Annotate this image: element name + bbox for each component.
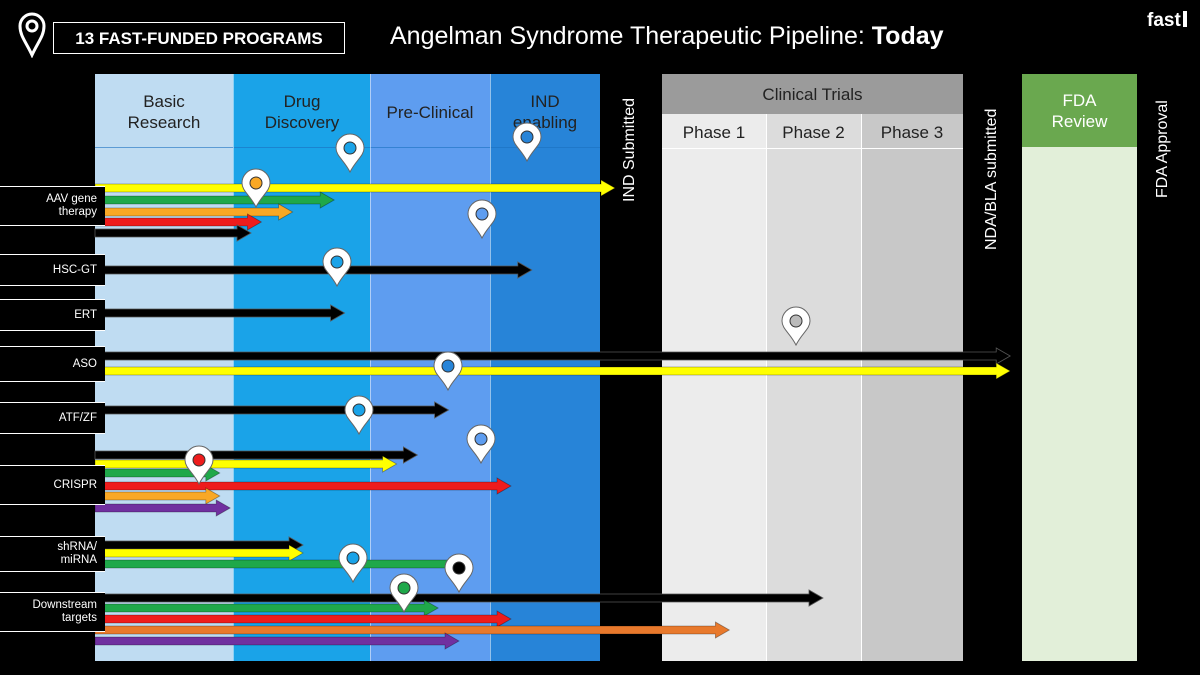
location-pin-marker-icon: [466, 424, 496, 465]
phase3-header: Phase 3: [880, 122, 944, 142]
arrow-downstream-targets-green: [94, 599, 440, 617]
fast-logo: fast: [1147, 10, 1187, 32]
arrow-crispr-purple: [94, 499, 232, 517]
arrow-aav-gene-therapy-orange: [94, 203, 294, 221]
phase2-column: [766, 114, 861, 661]
drug-discovery-header: Drug Discovery: [264, 92, 340, 132]
location-pin-marker-icon: [241, 168, 271, 209]
row-label-atf-zf: ATF/ZF: [0, 402, 105, 434]
arrow-aso-black: [94, 347, 1012, 365]
phase1-header: Phase 1: [682, 122, 746, 142]
arrow-downstream-targets-red: [94, 610, 512, 628]
arrow-downstream-targets-purple: [94, 632, 460, 650]
title-main: Angelman Syndrome Therapeutic Pipeline:: [390, 22, 872, 50]
location-pin-marker-icon: [467, 199, 497, 240]
location-pin-marker-icon: [344, 395, 374, 436]
logo-text: fast: [1147, 10, 1181, 31]
arrow-aso-yellow: [94, 362, 1012, 380]
phase3-column: [861, 114, 963, 661]
location-pin-marker-icon: [335, 133, 365, 174]
arrow-aav-gene-therapy-green: [94, 191, 336, 209]
arrow-aav-gene-therapy-black: [94, 224, 252, 242]
location-pin-marker-icon: [512, 122, 542, 163]
location-pin-marker-icon: [389, 573, 419, 614]
location-pin-marker-icon: [781, 306, 811, 347]
location-pin-marker-icon: [322, 247, 352, 288]
basic-research-header: Basic Research: [127, 92, 201, 132]
location-pin-marker-icon: [433, 351, 463, 392]
phase-header-divider: [662, 148, 963, 149]
row-label-aav-gene-therapy: AAV gene therapy: [0, 186, 105, 226]
location-pin-marker-icon: [184, 445, 214, 486]
location-pin-marker-icon: [444, 553, 474, 594]
arrow-shrna-mirna-yellow: [94, 544, 304, 562]
arrow-aav-gene-therapy-red: [94, 213, 263, 231]
arrow-atf-zf-black: [94, 401, 450, 419]
fda-review-header: FDA Review: [1022, 74, 1137, 147]
row-label-downstream-targets: Downstream targets: [0, 592, 105, 632]
title-bold: Today: [871, 22, 944, 50]
arrow-aav-gene-therapy-yellow: [94, 179, 616, 197]
clinical-trials-header: Clinical Trials: [662, 74, 963, 114]
arrow-downstream-targets-dark_orange: [94, 621, 731, 639]
programs-count-badge: 13 FAST-FUNDED PROGRAMS: [53, 22, 345, 54]
arrow-crispr-black: [94, 446, 419, 464]
pre-clinical-header: Pre-Clinical: [386, 102, 474, 122]
row-label-shrna-mirna: shRNA/ miRNA: [0, 536, 105, 572]
arrow-crispr-orange: [94, 487, 221, 505]
row-label-ert: ERT: [0, 299, 105, 331]
arrow-hsc-gt-black: [94, 261, 533, 279]
column-divider: [861, 114, 862, 661]
arrow-crispr-yellow: [94, 455, 398, 473]
arrow-ert-black: [94, 304, 346, 322]
column-divider: [766, 114, 767, 661]
row-label-aso: ASO: [0, 346, 105, 382]
location-pin-icon: [18, 12, 46, 58]
arrow-shrna-mirna-green: [94, 555, 471, 573]
row-label-hsc-gt: HSC-GT: [0, 254, 105, 286]
fda-review-column: [1022, 147, 1137, 661]
phase2-header: Phase 2: [782, 122, 845, 142]
row-label-crispr: CRISPR: [0, 465, 105, 505]
arrow-downstream-targets-black: [94, 589, 824, 607]
location-pin-marker-icon: [338, 543, 368, 584]
phase1-column: [662, 114, 766, 661]
page-title: Angelman Syndrome Therapeutic Pipeline: …: [390, 22, 944, 51]
